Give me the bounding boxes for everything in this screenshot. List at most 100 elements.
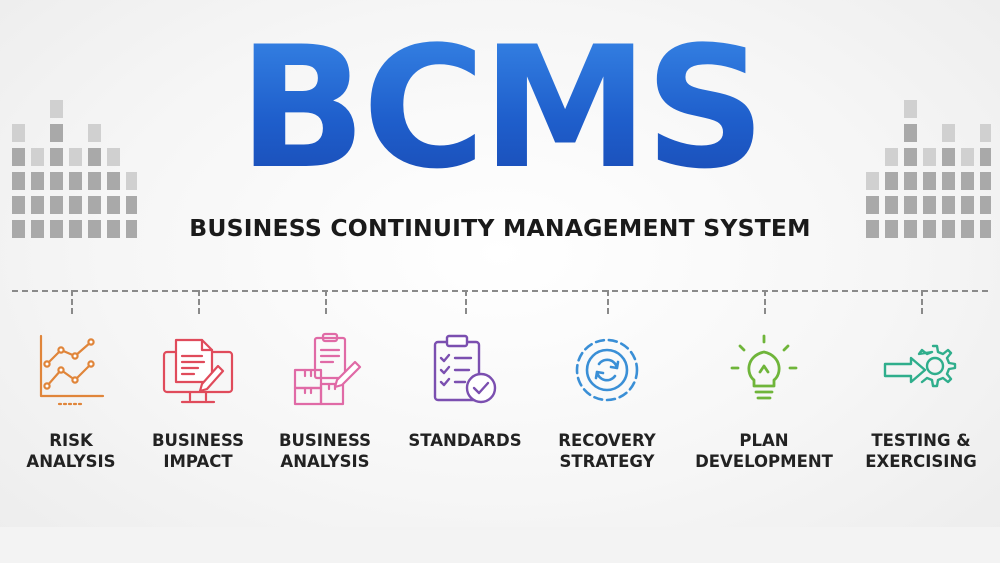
bar-block	[961, 220, 974, 238]
bar-block	[31, 172, 44, 190]
bar-block	[904, 124, 917, 142]
arrow-gear-icon	[883, 344, 957, 388]
bar-block	[107, 196, 120, 214]
bar-block	[126, 196, 137, 214]
page-subtitle: BUSINESS CONTINUITY MANAGEMENT SYSTEM	[189, 214, 811, 242]
decorative-bars-right	[866, 100, 991, 242]
bar-block	[50, 100, 63, 118]
bar-block	[107, 220, 120, 238]
bar-block	[12, 220, 25, 238]
monitor-document-icon	[162, 338, 234, 404]
step-business-analysis: BUSINESS ANALYSIS	[250, 330, 400, 472]
bar-block	[69, 148, 82, 166]
bar-block	[50, 220, 63, 238]
bar-block	[50, 148, 63, 166]
bar-block	[904, 196, 917, 214]
decorative-bars-left	[12, 100, 137, 242]
step-label-line2: IMPACT	[163, 452, 233, 471]
bar-block	[88, 172, 101, 190]
bar-block	[942, 172, 955, 190]
bar-block	[12, 148, 25, 166]
step-testing-exercising: TESTING & EXERCISING	[846, 330, 996, 472]
bar-block	[980, 220, 991, 238]
bar-block	[88, 220, 101, 238]
bar-block	[12, 196, 25, 214]
step-risk-analysis: RISK ANALYSIS	[0, 330, 146, 472]
bar-block	[126, 172, 137, 190]
bar-block	[88, 124, 101, 142]
bar-block	[885, 196, 898, 214]
bar-block	[31, 148, 44, 166]
step-business-impact: BUSINESS IMPACT	[123, 330, 273, 472]
step-standards: STANDARDS	[390, 330, 540, 451]
bar-block	[942, 196, 955, 214]
bar-block	[923, 172, 936, 190]
step-label-line1: RECOVERY	[558, 431, 656, 450]
boxes-clipboard-icon	[293, 332, 362, 406]
bar-block	[885, 172, 898, 190]
bar-block	[904, 148, 917, 166]
bar-block	[980, 196, 991, 214]
step-label-line1: PLAN	[739, 431, 789, 450]
bar-block	[69, 196, 82, 214]
timeline-dashed-line	[12, 290, 988, 292]
step-label-line2: STRATEGY	[559, 452, 655, 471]
bar-block	[980, 124, 991, 142]
bar-block	[904, 172, 917, 190]
bar-block	[12, 124, 25, 142]
timeline-tick	[325, 290, 327, 314]
bar-block	[69, 172, 82, 190]
bar-block	[31, 196, 44, 214]
step-recovery-strategy: RECOVERY STRATEGY	[532, 330, 682, 472]
step-label-line1: TESTING &	[871, 431, 971, 450]
bar-block	[126, 220, 137, 238]
bar-block	[904, 100, 917, 118]
bar-block	[88, 148, 101, 166]
bar-block	[942, 124, 955, 142]
step-label-line2: DEVELOPMENT	[695, 452, 833, 471]
bar-block	[961, 148, 974, 166]
bar-block	[31, 220, 44, 238]
timeline-tick	[921, 290, 923, 314]
bar-block	[942, 220, 955, 238]
bar-block	[961, 172, 974, 190]
checklist-icon	[433, 334, 497, 404]
timeline-tick	[198, 290, 200, 314]
bottom-band	[0, 527, 1000, 563]
bar-block	[942, 148, 955, 166]
timeline-tick	[71, 290, 73, 314]
bar-block	[50, 196, 63, 214]
bar-block	[980, 172, 991, 190]
step-label-line1: RISK	[49, 431, 93, 450]
bar-block	[69, 220, 82, 238]
step-plan-development: PLAN DEVELOPMENT	[689, 330, 839, 472]
bar-block	[904, 220, 917, 238]
step-label-line1: BUSINESS	[151, 431, 245, 450]
bar-block	[866, 220, 879, 238]
step-label-line2: ANALYSIS	[280, 452, 370, 471]
bar-block	[866, 172, 879, 190]
bar-block	[961, 196, 974, 214]
bar-block	[107, 148, 120, 166]
bar-block	[885, 148, 898, 166]
lightbulb-icon	[730, 334, 798, 400]
bar-block	[923, 148, 936, 166]
line-chart-icon	[39, 334, 105, 406]
bar-block	[12, 172, 25, 190]
bar-block	[50, 172, 63, 190]
bar-block	[866, 196, 879, 214]
step-label-line2: EXERCISING	[865, 452, 977, 471]
timeline-tick	[764, 290, 766, 314]
step-label-line2: ANALYSIS	[26, 452, 116, 471]
bar-block	[50, 124, 63, 142]
bar-block	[923, 196, 936, 214]
bar-block	[88, 196, 101, 214]
step-label-line1: STANDARDS	[408, 431, 522, 450]
bar-block	[885, 220, 898, 238]
refresh-cycle-icon	[575, 338, 639, 402]
timeline-tick	[607, 290, 609, 314]
page-title: BCMS	[0, 8, 1000, 208]
timeline-tick	[465, 290, 467, 314]
bar-block	[980, 148, 991, 166]
